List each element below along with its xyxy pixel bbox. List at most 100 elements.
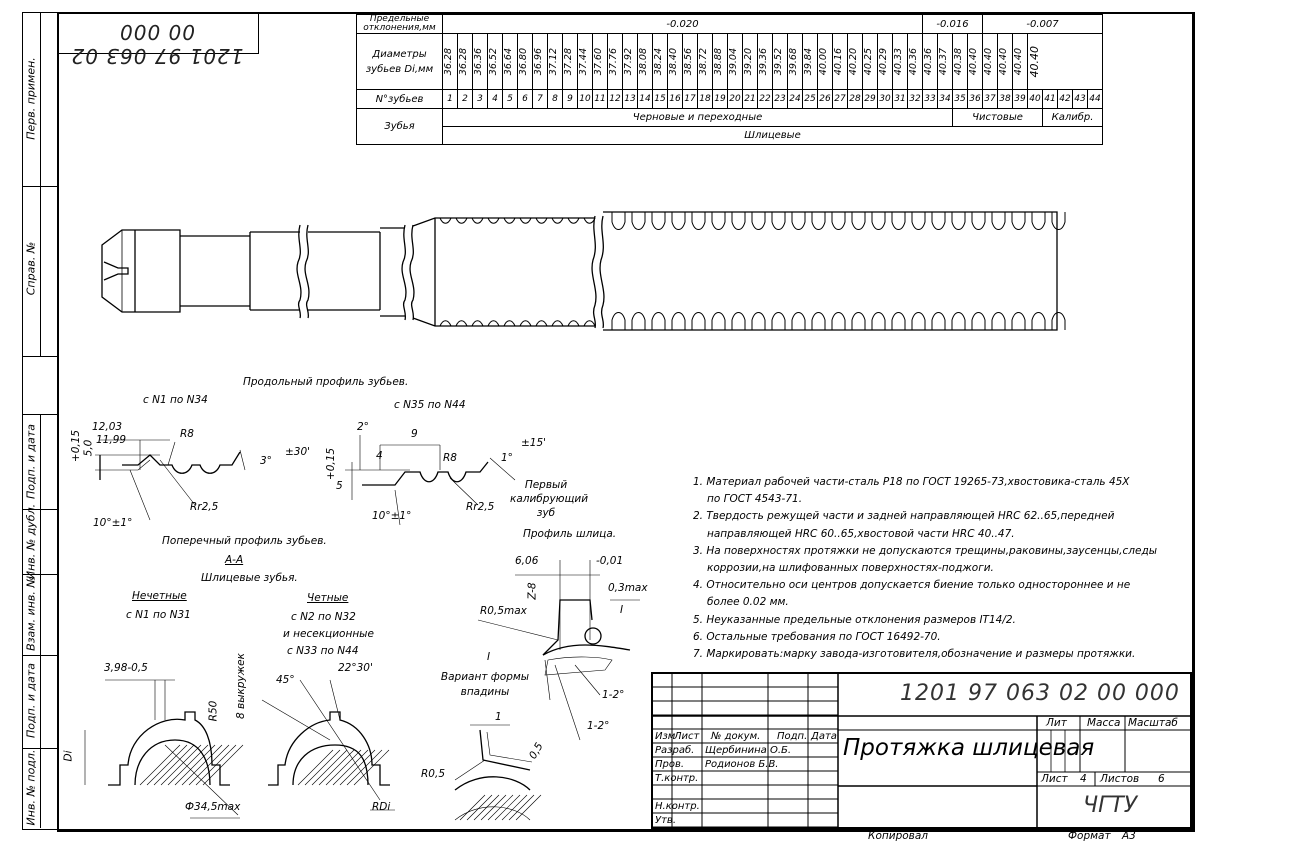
dim-one: 1 [495,711,502,723]
diameter-calib: 40.40 [1027,33,1103,90]
tb-prov-name: Родионов Б.В. [705,759,779,770]
tb-copied: Копировал [868,830,928,842]
broach-tooth-top [611,212,626,230]
margin-box-upper [22,12,57,357]
dim-015a: +0,15 [70,429,83,463]
broach-tooth-bottom [931,312,946,330]
broach-groove [567,217,580,224]
broach-tooth-bottom [751,312,766,330]
margin-strip-lower [22,414,41,828]
hatch-line [181,744,223,786]
hatch-line [466,794,493,821]
dim-i1: I [620,604,624,616]
note-line: более 0.02 мм. [707,596,789,609]
caption-even-title: Четные [307,592,349,604]
broach-tooth-bottom [851,312,866,330]
hatch-line [346,749,383,786]
broach-tooth-bottom [1011,312,1026,330]
dim-r05: R0,5 [421,768,445,780]
broach-tooth-top [1031,212,1046,230]
dim-v1: I [487,651,491,663]
caption-range2: с N35 по N44 [394,399,466,411]
broach-front-guide [412,217,595,327]
hatch-line [139,744,181,786]
broach-view [101,211,1058,331]
hatch-line [515,794,542,821]
note-line: направляющей HRC 60..65,хвостовой части … [707,527,1015,540]
tb-name: Протяжка шлицевая [843,735,1095,761]
caption-first-calib: Первый калибрующий зуб [510,479,589,519]
technical-notes: 1. Материал рабочей части-сталь Р18 по Г… [693,474,1157,663]
caption-spline-profile: Профиль шлица. [523,528,617,540]
dim-pm30: ±30' [285,446,311,458]
dim-03: 0,3max [608,582,648,594]
broach-tooth-top [851,212,866,230]
broach-tooth-top [831,212,846,230]
caption-long-profile: Продольный профиль зубьев. [243,376,409,388]
broach-teeth [439,212,1066,330]
hatch-line [195,744,237,786]
dim-z8: Z-8 [526,582,539,600]
broach-tooth-top [751,212,766,230]
broach-tooth-bottom [811,312,826,330]
broach-tooth-bottom [891,312,906,330]
tb-prov: Пров. [655,759,685,770]
caption-cross-profile: Поперечный профиль зубьев. [162,535,327,547]
margin-strip [22,12,41,356]
hatch-line [167,744,209,786]
broach-tooth-top [1011,212,1026,230]
dim-r8b: R8 [443,452,457,464]
dim-5: 5 [336,480,343,492]
broach-tooth-bottom [1051,312,1066,330]
dim-r8a: R8 [180,428,194,440]
broach-groove [439,320,452,327]
broach-tooth-bottom [971,312,986,330]
tooth-number: 44 [1087,89,1103,109]
broach-tooth-bottom [831,312,846,330]
broach-groove [519,320,532,327]
tb-tkontr: Т.контр. [655,773,699,784]
type-spline: Шлицевые [442,126,1103,145]
tb-lit: Лит [1046,717,1067,729]
broach-shank [249,231,300,311]
broach-tooth-bottom [611,312,626,330]
broach-groove [583,320,596,327]
hatch-line [473,794,500,821]
caption-odd-range: с N1 по N31 [126,609,191,621]
broach-tooth-bottom [951,312,966,330]
hatch-line [325,749,362,786]
dim-015b: +0,15 [325,447,338,481]
tb-col-izm: Изм [655,731,676,742]
broach-tooth-bottom [991,312,1006,330]
hatch-line [459,794,486,821]
broach-tooth-bottom [1031,312,1046,330]
dim-phi: Ф34,5max [185,801,241,813]
hatch-line [174,744,216,786]
margin-divider [22,186,57,187]
broach-tail-cone [101,229,181,313]
dim-1deg: 1° [501,452,513,464]
dim-r50: R50 [207,700,220,722]
broach-tooth-top [651,212,666,230]
broach-tooth-top [731,212,746,230]
broach-groove [535,320,548,327]
dim-di: Di [62,750,75,762]
broach-tooth-top [951,212,966,230]
hatch-line [297,749,334,786]
dim-r05max: R0,5max [480,605,527,617]
note-line: 5. Неуказанные предельные отклонения раз… [693,613,1016,626]
tb-col-doc: № докум. [711,731,761,742]
broach-tooth-bottom [651,312,666,330]
hatch-line [146,744,188,786]
broach-tooth-top [711,212,726,230]
long-profile-2 [345,435,516,526]
caption-even-range: с N2 по N32 [291,611,356,623]
broach-groove [503,217,516,224]
note-line: 1. Материал рабочей части-сталь Р18 по Г… [693,476,1130,488]
broach-teeth-body [603,211,1058,331]
broach-groove [471,320,484,327]
hatch-line [160,744,202,786]
broach-tooth-top [991,212,1006,230]
broach-tooth-bottom [711,312,726,330]
caption-even-range2: с N33 по N44 [287,645,359,657]
